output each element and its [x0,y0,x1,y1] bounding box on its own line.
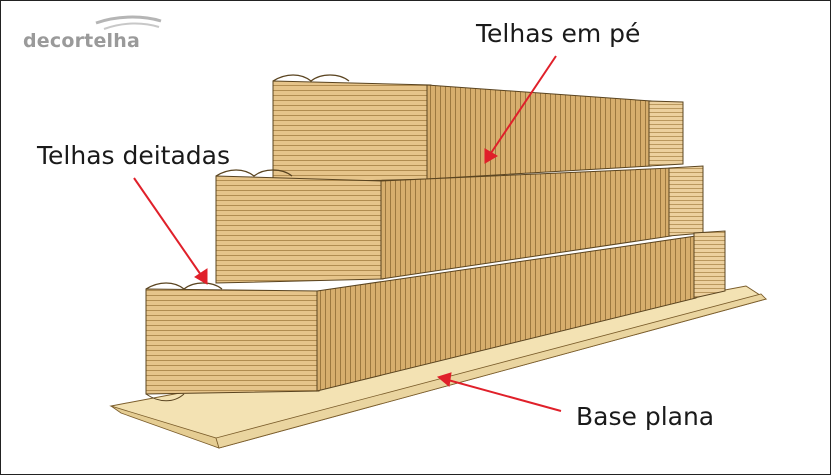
flat-base [109,285,768,449]
label-standing-tiles: Telhas em pé [476,19,641,48]
stack-middle-row [215,165,704,284]
label-flat-base: Base plana [576,402,715,431]
decortelha-logo-mark [95,15,162,30]
stack-top-row [272,74,684,184]
stack-bottom-row [145,230,726,402]
brand-logo-text: decortelha [23,30,141,52]
label-lying-tiles: Telhas deitadas [37,141,231,170]
pointer-arrows [133,55,562,412]
